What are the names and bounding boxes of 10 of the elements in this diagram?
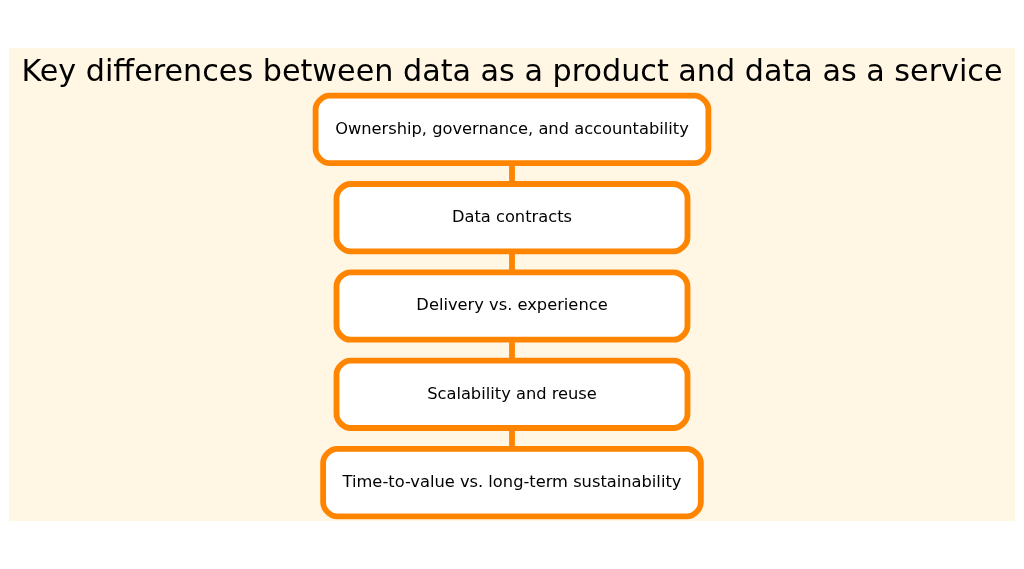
node-box: Delivery vs. experience [333,269,691,343]
node-box: Scalability and reuse [333,357,691,431]
connector [509,163,515,184]
node-box: Data contracts [333,181,691,255]
connector [509,428,515,449]
node-box: Ownership, governance, and accountability [312,92,712,166]
connector [509,251,515,273]
node-box: Time-to-value vs. long-term sustainability [320,446,704,520]
connector [509,340,515,361]
diagram-title: Key differences between data as a product and data as a service [21,53,1003,89]
